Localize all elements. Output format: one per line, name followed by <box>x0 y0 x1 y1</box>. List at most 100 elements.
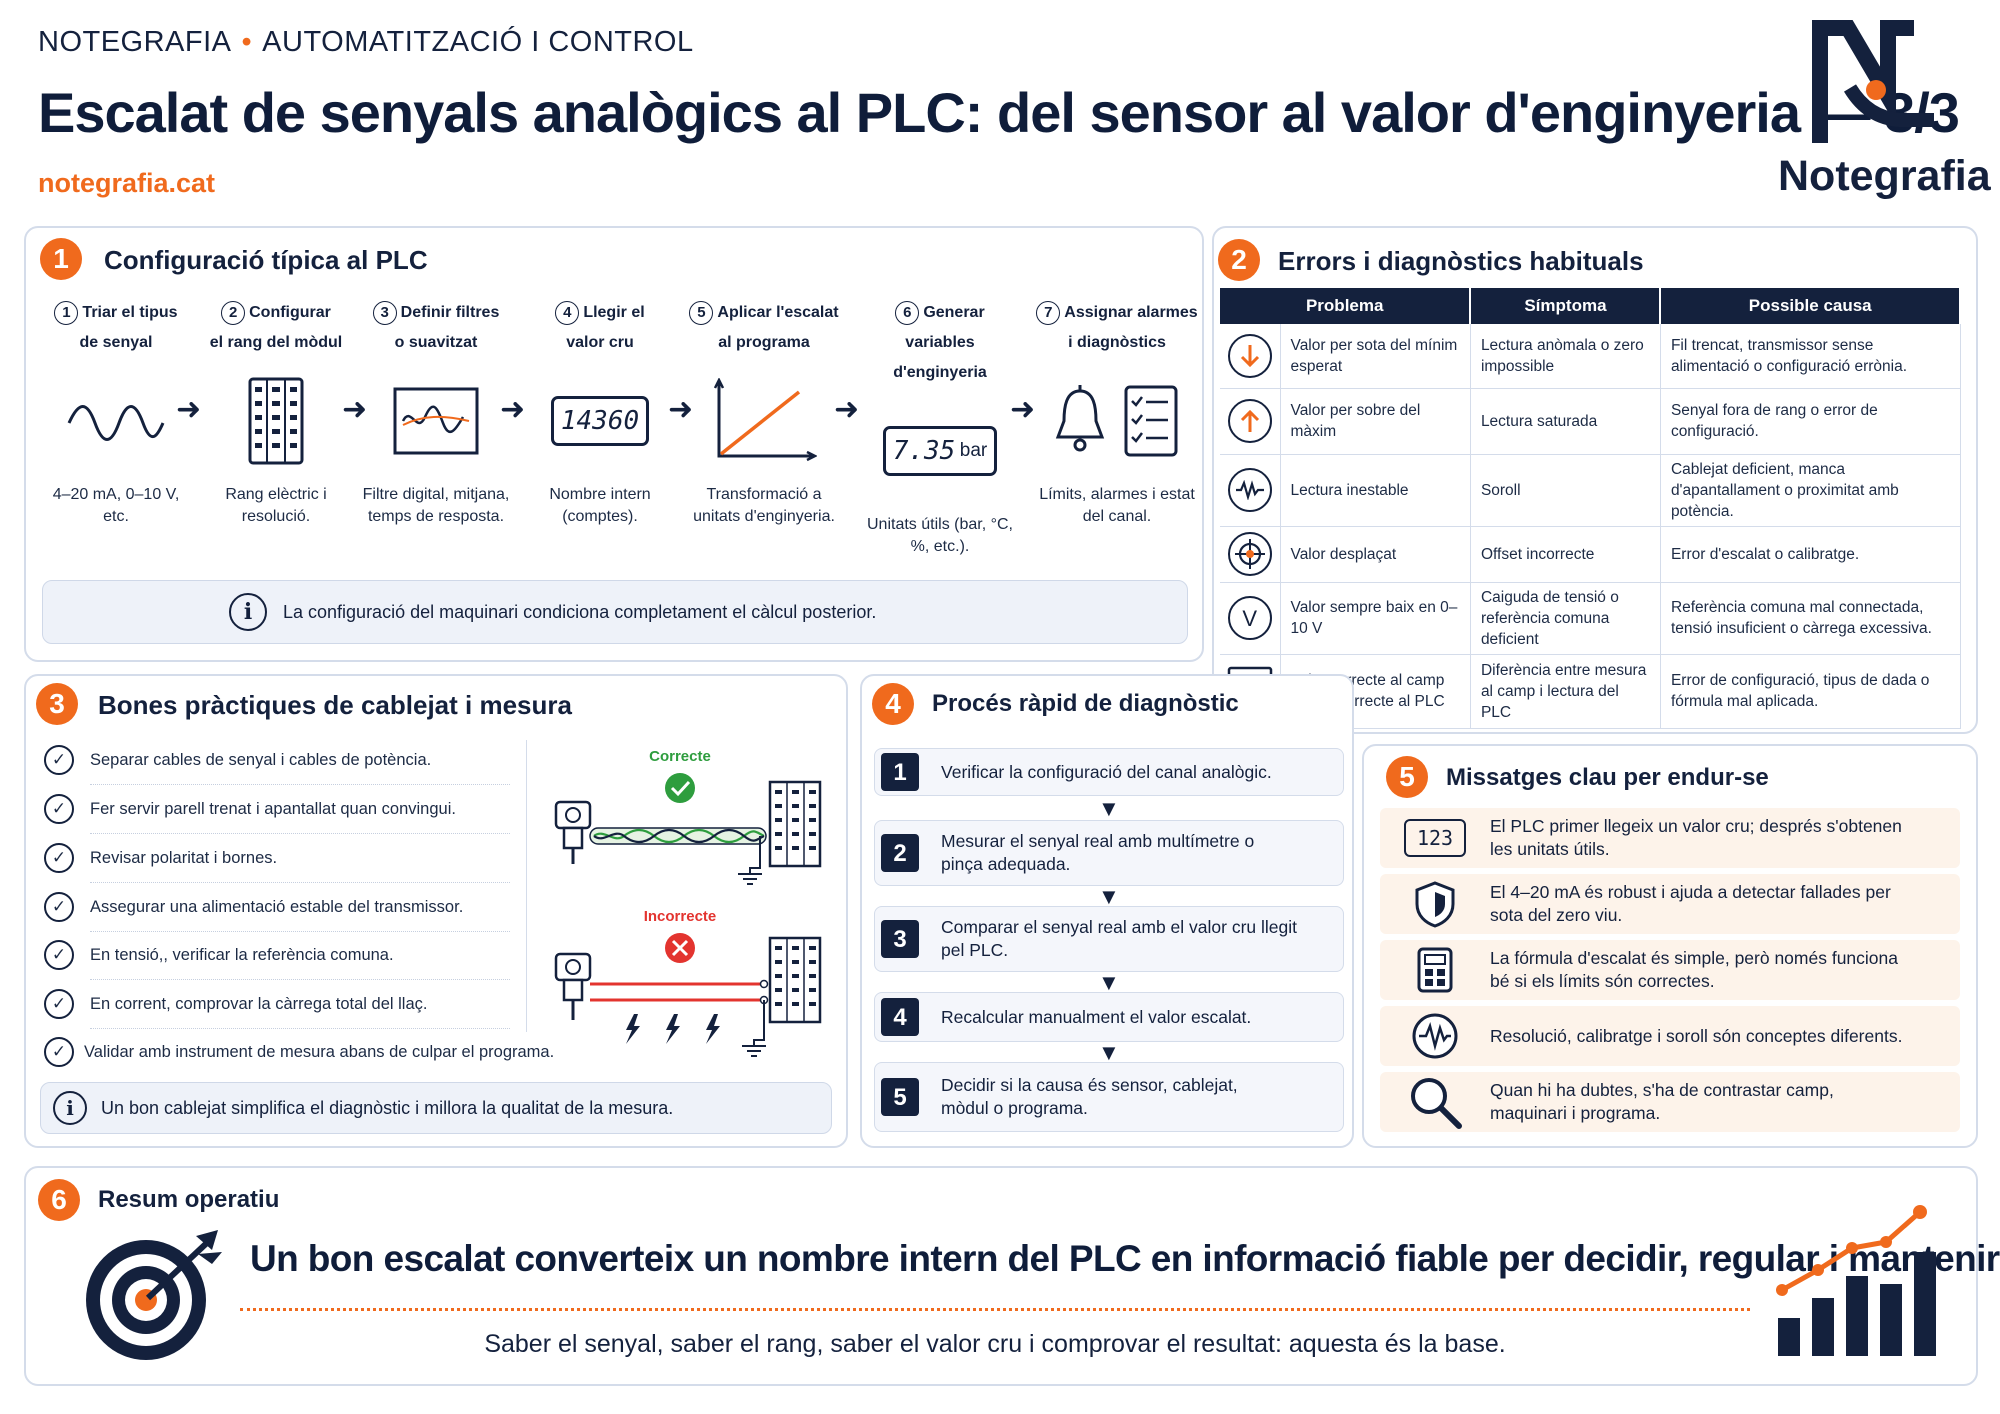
cell-problem: Valor per sota del mínim esperat <box>1280 324 1471 389</box>
checklist-text: Validar amb instrument de mesura abans d… <box>84 1042 555 1061</box>
panel2-title: Errors i diagnòstics habituals <box>1278 246 1644 276</box>
divider <box>90 1028 510 1029</box>
step-label-line1: Definir filtres <box>400 304 500 321</box>
panel-resum-operatiu <box>24 1166 1978 1386</box>
checklist-item: ✓ Assegurar una alimentació estable del t… <box>44 892 514 922</box>
step-label-line2: de senyal <box>79 334 153 351</box>
check-icon: ✓ <box>44 940 74 970</box>
logo-text: Notegrafia <box>1778 152 1991 200</box>
check-icon: ✓ <box>44 843 74 873</box>
calculator-icon <box>1380 946 1490 994</box>
summary-main: Un bon escalat converteix un nombre inte… <box>250 1238 2000 1279</box>
engineering-value: 7.35 <box>892 436 956 466</box>
step-number: 3 <box>372 301 397 325</box>
panel3-note-text: Un bon cablejat simplifica el diagnòstic… <box>101 1097 674 1118</box>
flow-arrow-icon: ➜ <box>176 393 202 426</box>
target-icon <box>86 1230 222 1360</box>
incorrect-wiring-diagram <box>554 933 822 1057</box>
step-number: 4 <box>555 301 580 325</box>
step-label-line2: valor cru <box>566 334 634 351</box>
step-number: 1 <box>881 753 919 791</box>
key-message-text: La fórmula d'escalat és simple, però nom… <box>1490 948 1899 991</box>
site-link[interactable]: notegrafia.cat <box>38 168 216 198</box>
raw-counter-display: 14360 <box>551 396 649 446</box>
step-desc: Filtre digital, mitjana, temps de respos… <box>362 486 510 525</box>
panel4-title: Procés ràpid de diagnòstic <box>932 690 1239 717</box>
checklist-item: ✓Fer servir parell trenat i apantallat q… <box>44 794 514 824</box>
panel-bones-practiques <box>24 674 848 1148</box>
panel1-note: i La configuració del maquinari condicio… <box>42 580 1188 644</box>
step-number: 2 <box>221 301 246 325</box>
key-message-text: Resolució, calibratge i soroll són conce… <box>1490 1025 1903 1046</box>
step-text: Decidir si la causa és sensor, cablejat,… <box>941 1075 1238 1118</box>
shield-icon <box>1380 880 1490 928</box>
key-message-text: El 4–20 mA és robust i ajuda a detectar … <box>1490 882 1891 925</box>
checklist-text: Separar cables de senyal i cables de pot… <box>90 750 432 769</box>
step-label-line1: Assignar alarmes <box>1064 304 1198 321</box>
flow-arrow-icon: ➜ <box>834 393 860 426</box>
cell-cause: Referència comuna mal connectada, tensió… <box>1660 582 1961 655</box>
cell-symptom: Diferència entre mesura al camp i lectur… <box>1470 654 1661 729</box>
table-header-row: Problema Símptoma Possible causa <box>1220 288 1961 324</box>
key-message: El 4–20 mA és robust i ajuda a detectar … <box>1380 874 1960 934</box>
checklist-item: ✓Validar amb instrument de mesura abans … <box>44 1037 604 1067</box>
check-icon: ✓ <box>44 745 74 775</box>
sine-wave-icon <box>38 366 194 476</box>
summary-divider <box>240 1308 1750 1311</box>
raw-counter-icon: 14360 <box>522 366 678 476</box>
step-desc: 4–20 mA, 0–10 V, etc. <box>52 486 180 525</box>
step-desc: Unitats útils (bar, °C, %, etc.). <box>867 516 1013 555</box>
table-row: V Valor sempre baix en 0–10 V Caiguda de… <box>1220 582 1961 655</box>
cell-symptom: Lectura anòmala o zero impossible <box>1470 324 1661 389</box>
key-message: La fórmula d'escalat és simple, però nom… <box>1380 940 1960 1000</box>
target-offset-icon <box>1220 526 1281 583</box>
col-header-simptoma: Símptoma <box>1470 288 1662 324</box>
key-message-text: Quan hi ha dubtes, s'ha de contrastar ca… <box>1490 1080 1834 1123</box>
bell-checklist-icon <box>1034 366 1200 476</box>
step-number: 2 <box>881 834 919 872</box>
checklist-text: Assegurar una alimentació estable del tr… <box>90 897 464 916</box>
down-arrow-icon: ▼ <box>1098 796 1120 821</box>
engineering-value-display: 7.35 bar <box>883 426 997 476</box>
flow-arrow-icon: ➜ <box>342 393 368 426</box>
panel6-title: Resum operatiu <box>98 1186 280 1213</box>
step-number: 4 <box>881 998 919 1036</box>
correct-wiring-diagram <box>554 773 822 885</box>
info-icon: i <box>229 593 267 631</box>
step-text: Verificar la configuració del canal anal… <box>941 761 1272 782</box>
key-message: Resolució, calibratge i soroll són conce… <box>1380 1006 1960 1066</box>
incorrect-label: Incorrecte <box>643 908 717 925</box>
divider <box>90 979 510 980</box>
page-title: Escalat de senyals analògics al PLC: del… <box>38 81 1960 144</box>
arrow-up-icon <box>1220 388 1281 455</box>
step-label-line1: Llegir el <box>583 304 645 321</box>
step-number: 5 <box>689 301 714 325</box>
checklist-text: En tensió,, verificar la referència comu… <box>90 945 394 964</box>
col-header-causa: Possible causa <box>1660 288 1961 324</box>
arrow-down-icon <box>1220 324 1281 389</box>
summary-sub: Saber el senyal, saber el rang, saber el… <box>484 1330 1506 1358</box>
down-arrow-icon: ▼ <box>1098 884 1120 909</box>
cell-cause: Cablejat deficient, manca d'apantallamen… <box>1660 454 1961 527</box>
cell-cause: Fil trencat, transmissor sense alimentac… <box>1660 324 1961 389</box>
magnifier-icon <box>1380 1074 1490 1130</box>
check-icon: ✓ <box>44 892 74 922</box>
wiring-divider <box>526 740 527 1032</box>
engineering-display-icon: 7.35 bar <box>862 396 1018 506</box>
key-message: 123 El PLC primer llegeix un valor cru; … <box>1380 808 1960 868</box>
notegrafia-logo-icon <box>1812 20 1934 143</box>
step-label-line1: Generar variables <box>905 304 985 351</box>
step-label-line2: al programa <box>718 334 810 351</box>
voltage-v-icon: V <box>1220 582 1281 655</box>
